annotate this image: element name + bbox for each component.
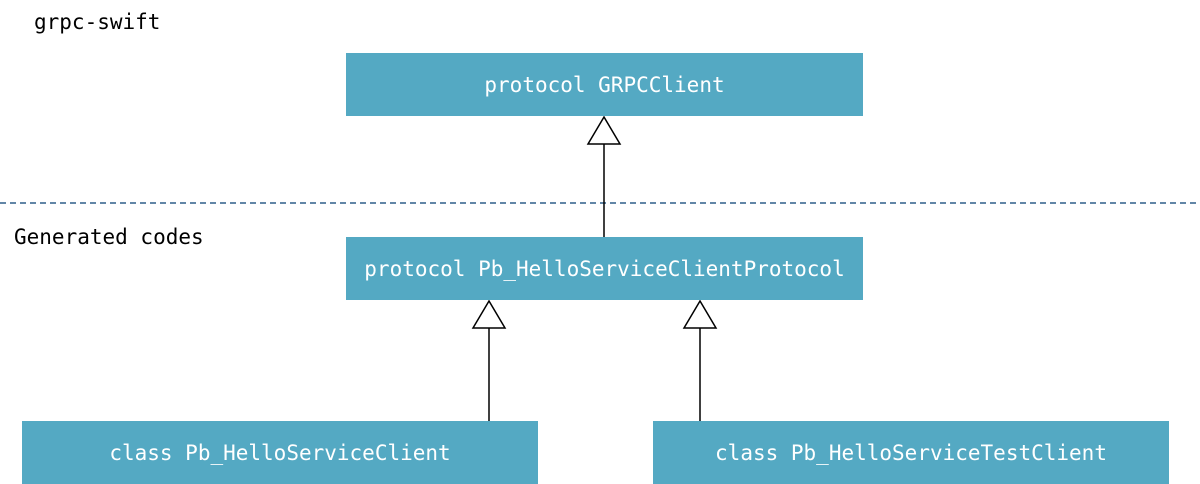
- client-protocol-label: protocol Pb_HelloServiceClientProtocol: [364, 256, 845, 281]
- client-class-node: class Pb_HelloServiceClient: [22, 421, 538, 484]
- generated-codes-section-label: Generated codes: [14, 225, 204, 249]
- grpcclient-protocol-node: protocol GRPCClient: [346, 53, 863, 116]
- inheritance-arrowhead-protocol-right: [682, 299, 718, 329]
- grpcclient-protocol-label: protocol GRPCClient: [484, 72, 725, 97]
- grpc-swift-section-label: grpc-swift: [34, 10, 161, 34]
- test-client-class-label: class Pb_HelloServiceTestClient: [715, 440, 1107, 465]
- test-client-class-node: class Pb_HelloServiceTestClient: [653, 421, 1169, 484]
- client-protocol-node: protocol Pb_HelloServiceClientProtocol: [346, 237, 863, 300]
- inheritance-arrowhead-protocol-left: [471, 299, 507, 329]
- inheritance-arrowhead-grpcclient: [586, 115, 622, 145]
- client-class-label: class Pb_HelloServiceClient: [109, 440, 451, 465]
